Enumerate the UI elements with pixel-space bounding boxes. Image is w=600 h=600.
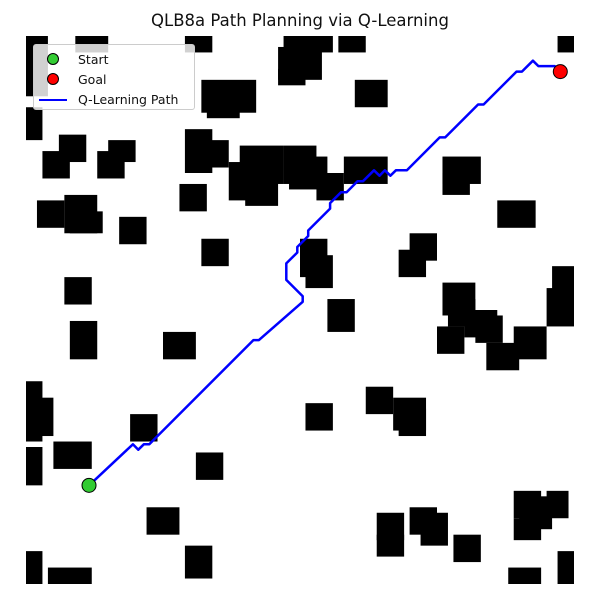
obstacle-cell [513,326,547,360]
goal-marker-icon [47,73,59,85]
legend-label-path: Q-Learning Path [78,92,179,107]
start-marker-icon [47,53,59,65]
obstacle-cell [338,36,366,53]
obstacle-cell [354,79,388,108]
obstacle-cell [546,288,574,327]
obstacle-cell [130,414,158,442]
obstacle-cell [557,551,574,584]
legend-item-path: Q-Learning Path [34,91,194,109]
obstacle-cell [420,512,448,546]
obstacle-cell [163,331,196,360]
q-learning-path-line [88,59,562,487]
path-layer [88,59,562,487]
legend-label-start: Start [78,52,109,67]
obstacle-cell [26,107,43,141]
obstacle-cell [305,255,333,289]
obstacle-cell [316,173,344,201]
obstacle-cell [108,140,136,163]
legend: Start Goal Q-Learning Path [33,44,195,110]
obstacle-cell [327,299,355,332]
obstacle-cell [245,178,279,206]
obstacle-cell [195,452,224,480]
obstacle-cell [398,249,427,278]
obstacle-cell [398,408,427,437]
obstacle-cell [26,425,43,442]
obstacle-cell [453,534,481,563]
obstacle-cell [179,183,207,212]
obstacle-cell [442,173,470,195]
obstacle-cell [47,567,92,584]
legend-item-start: Start [34,51,194,69]
obstacle-cell [190,140,229,168]
obstacle-cell [546,490,569,519]
obstacle-cell [69,211,103,234]
obstacle-cell [278,68,306,86]
obstacle-cell [437,326,465,354]
obstacle-cell [42,151,70,179]
obstacle-cell [119,216,147,245]
legend-item-goal: Goal [34,71,194,89]
obstacle-cell [26,551,43,584]
obstacle-cell [26,447,43,486]
obstacle-layer [26,36,574,584]
obstacle-cell [146,507,180,535]
obstacle-cell [206,101,240,119]
obstacle-cell [557,36,574,53]
obstacle-cell [365,386,394,415]
obstacle-cell [497,200,536,228]
legend-label-goal: Goal [78,72,107,87]
obstacle-cell [69,320,98,360]
obstacle-cell [508,567,542,584]
obstacle-cell [376,534,405,557]
obstacle-cell [36,200,65,228]
path-line-icon [39,99,67,101]
obstacle-cell [305,403,333,431]
obstacle-cell [201,238,229,267]
chart-title: QLB8a Path Planning via Q-Learning [151,11,449,30]
marker-layer [81,64,568,493]
start-marker [81,477,97,493]
obstacle-cell [475,315,503,343]
obstacle-cell [513,518,542,541]
obstacle-cell [184,545,213,579]
obstacle-cell [53,441,92,469]
obstacle-cell [64,277,92,305]
goal-marker [552,64,568,80]
